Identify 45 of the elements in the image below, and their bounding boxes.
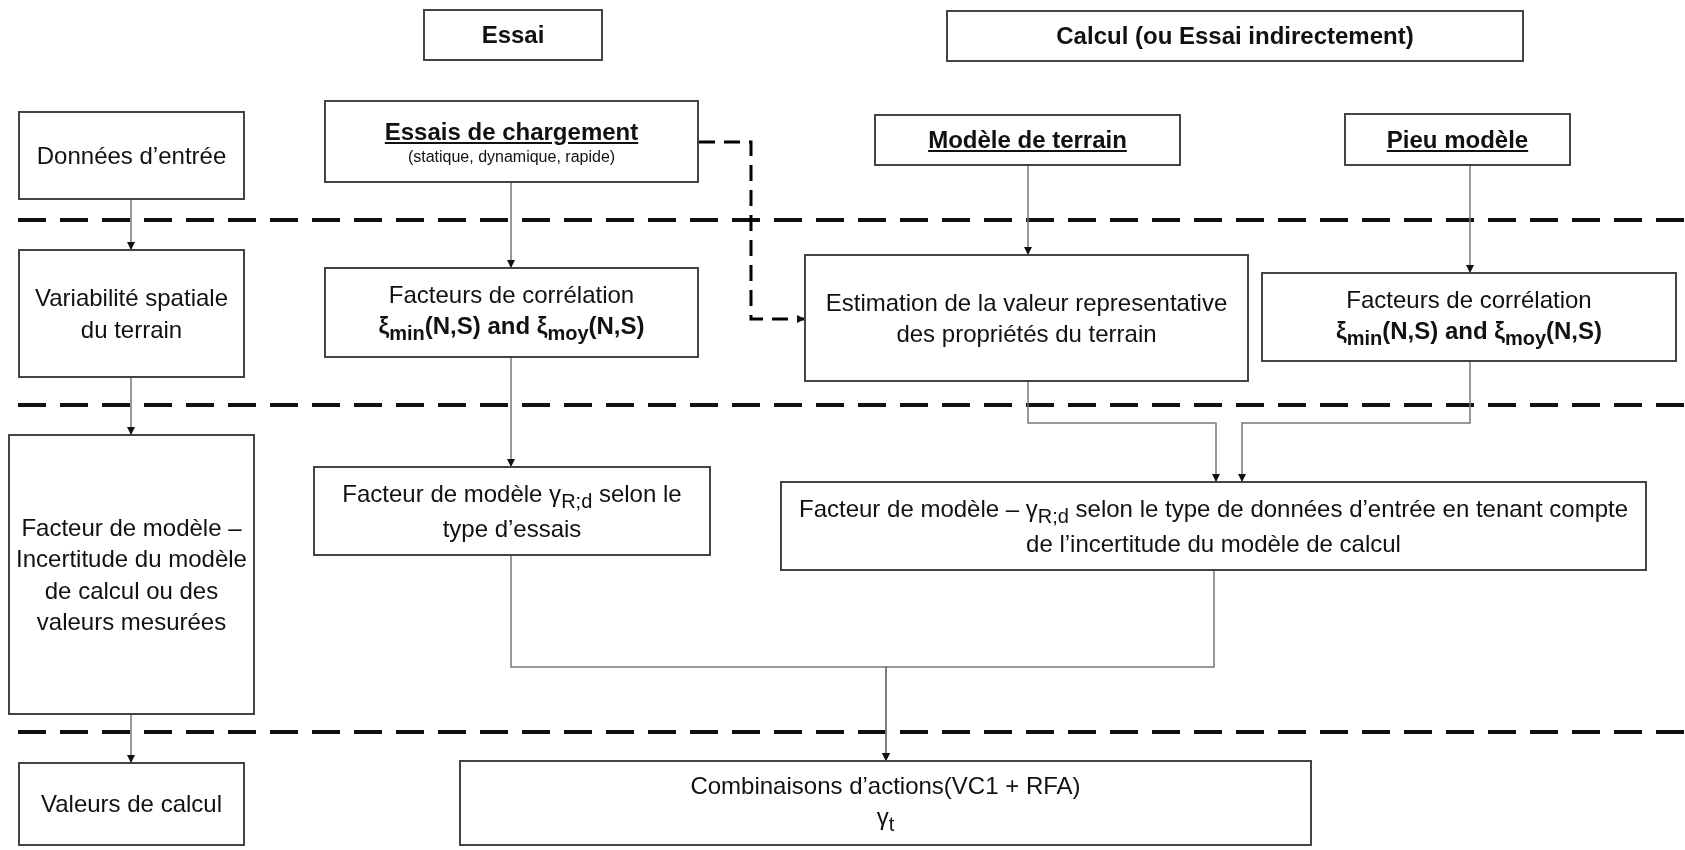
box-text: Modèle de terrain bbox=[928, 125, 1127, 156]
process-box bbox=[18, 762, 245, 846]
arrow bbox=[1024, 165, 1032, 255]
arrow bbox=[507, 357, 515, 467]
box-text: Données d’entrée bbox=[36, 140, 227, 171]
box-text: Facteur de modèle – γ$_{R;d}$ selon le type de données d’entrée en tenant compte de l’incertitude du modèle de calcul bbox=[798, 493, 1629, 560]
box-text: Valeurs de calcul bbox=[41, 789, 222, 820]
box-text: ξ$_{min}$(N,S) and ξ$_{moy}$(N,S) bbox=[1335, 315, 1603, 351]
process-box bbox=[324, 267, 699, 358]
header-box bbox=[423, 9, 603, 61]
arrow bbox=[1238, 361, 1471, 482]
column-heading: Calcul (ou Essai indirectement) bbox=[1056, 21, 1414, 52]
process-box bbox=[324, 100, 699, 183]
process-box bbox=[8, 434, 255, 715]
box-text: Estimation de la valeur representative des propriétés du terrain bbox=[824, 287, 1229, 349]
arrow bbox=[127, 714, 135, 763]
box-text: Facteur de modèle – Incertitude du modèle de calcul ou des valeurs mesurées bbox=[16, 513, 247, 637]
box-text: Essais de chargement bbox=[384, 116, 639, 147]
arrow bbox=[699, 140, 805, 323]
arrow bbox=[1027, 381, 1220, 482]
arrow bbox=[507, 182, 515, 268]
arrow bbox=[1466, 165, 1474, 273]
subtitle-text: (statique, dynamique, rapide) bbox=[407, 146, 616, 167]
box-text: Variabilité spatiale du terrain bbox=[34, 283, 229, 345]
process-box bbox=[459, 760, 1312, 846]
box-text: ξ$_{min}$(N,S) and ξ$_{moy}$(N,S) bbox=[378, 311, 645, 346]
process-box bbox=[874, 114, 1181, 166]
box-text: Combinaisons d’actions(VC1 + RFA) bbox=[690, 770, 1081, 801]
arrow bbox=[882, 570, 1215, 761]
box-text: Pieu modèle bbox=[1386, 124, 1529, 155]
process-box bbox=[780, 481, 1647, 571]
header-box bbox=[946, 10, 1524, 62]
box-text: Facteur de modèle γ$_{R;d}$ selon le type d’essais bbox=[341, 478, 683, 545]
arrow bbox=[127, 199, 135, 250]
process-box bbox=[1261, 272, 1677, 362]
arrow bbox=[127, 377, 135, 435]
process-box bbox=[804, 254, 1249, 382]
process-box bbox=[18, 111, 245, 200]
process-box bbox=[18, 249, 245, 378]
process-box bbox=[313, 466, 711, 556]
process-box bbox=[1344, 113, 1571, 166]
column-heading: Essai bbox=[481, 20, 545, 51]
box-text: Facteurs de corrélation bbox=[1346, 284, 1592, 315]
box-text: Facteurs de corrélation bbox=[388, 280, 635, 310]
box-text: γ$_{t}$ bbox=[876, 801, 895, 837]
